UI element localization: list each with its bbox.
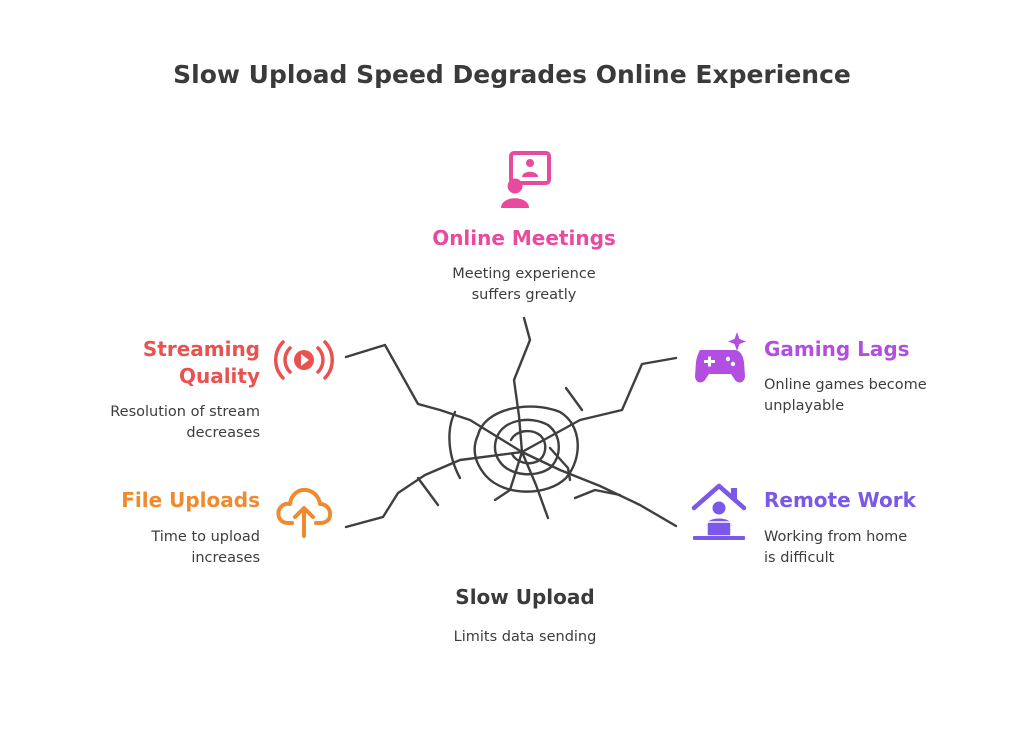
crack-ring-left [448,410,462,480]
cloud-upload-icon [276,487,333,538]
home-worker-icon [691,483,747,540]
gaming-lags-description-line-1: Online games become [764,377,927,393]
crack-line-branch-1 [416,476,440,507]
streaming-quality-label-line-2: Quality [178,364,260,388]
remote-work-description-line-1: Working from home [764,529,908,545]
presenter-screen-icon [501,151,551,208]
streaming-quality-description-line-1: Resolution of stream [110,404,260,420]
live-stream-icon [274,340,334,380]
crack-line-top [512,316,532,454]
crack-line-right [520,450,678,528]
file-uploads-description-line-1: Time to upload [151,529,260,545]
gaming-lags-description-line-2: unplayable [764,398,845,414]
slow-upload-label: Slow Upload [455,585,595,609]
file-uploads-description-line-2: increases [191,550,260,566]
diagram-title: Slow Upload Speed Degrades Online Experi… [173,60,851,89]
crack-line-branch-2 [564,386,584,412]
crack-line-branch-4 [548,446,572,482]
online-meetings-description-line-2: suffers greatly [471,287,577,303]
crack-ring-outer [473,405,579,493]
crack-line-left [344,450,524,529]
remote-work-description-line-2: is difficult [764,550,835,566]
remote-work-label: Remote Work [764,488,916,512]
slow-upload-description: Limits data sending [453,629,597,645]
crack-ring-middle [493,418,560,476]
gamepad-icon [695,332,746,383]
online-meetings-label: Online Meetings [432,226,616,250]
crack-line-top-right [520,356,678,454]
gaming-lags-label: Gaming Lags [764,337,910,361]
streaming-quality-description-line-2: decreases [186,425,260,441]
crack-ring-inner [509,429,547,465]
online-meetings-description-line-1: Meeting experience [452,266,596,282]
crack-line-branch-3 [573,488,622,500]
crack-line-top-left [344,343,524,454]
file-uploads-label: File Uploads [121,488,260,512]
streaming-quality-label-line-1: Streaming [142,337,260,361]
